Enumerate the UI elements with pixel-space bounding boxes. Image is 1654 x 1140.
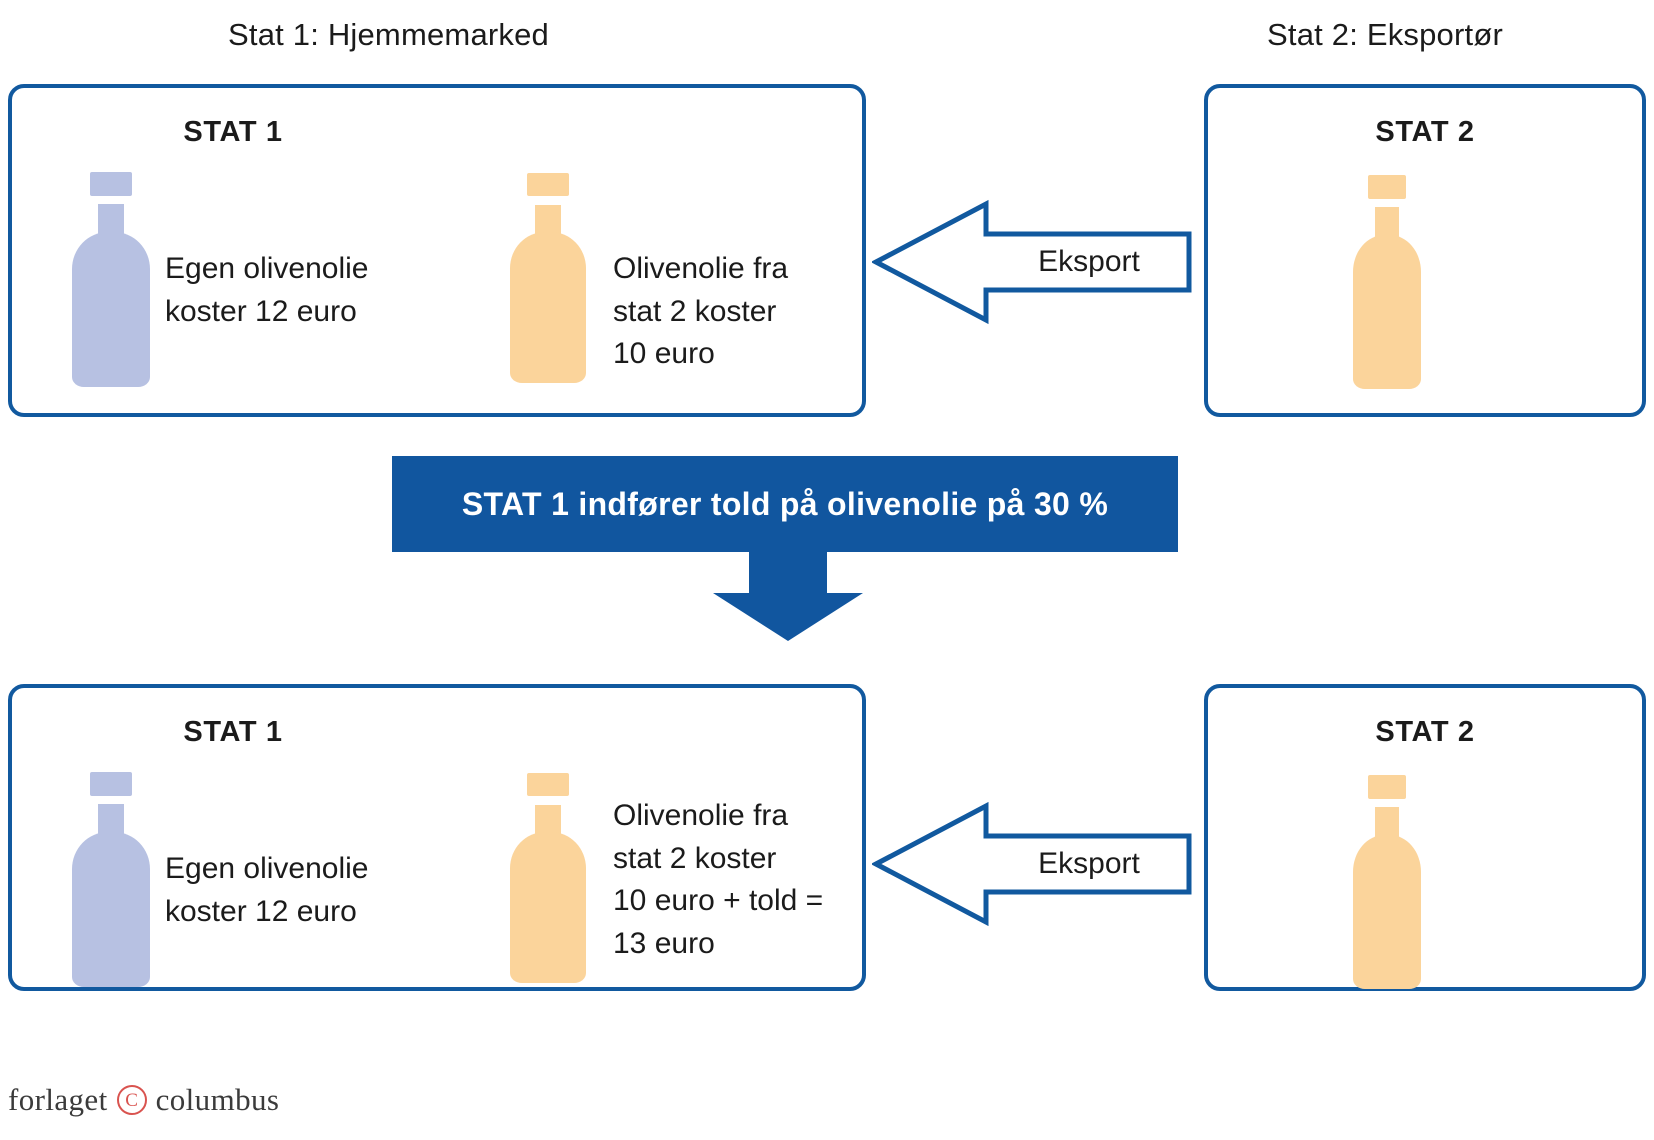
- panel-title-stat2-before: STAT 2: [1375, 116, 1475, 148]
- bottle-cap: [1368, 775, 1406, 799]
- logo-word-columbus: columbus: [155, 1082, 280, 1117]
- down-arrow-icon: [713, 551, 863, 641]
- bottle-icon-domestic-after: [72, 772, 150, 987]
- bottle-cap: [527, 773, 569, 797]
- bottle-body: [510, 831, 586, 983]
- bottle-cap: [90, 172, 132, 196]
- bottle-icon-imported-before: [510, 173, 586, 383]
- bottle-cap: [1368, 175, 1406, 199]
- column-header-stat1: Stat 1: Hjemmemarked: [228, 17, 549, 52]
- bottle-body: [510, 231, 586, 383]
- export-arrow-after: Eksport: [870, 798, 1192, 930]
- bottle-icon-domestic-before: [72, 172, 150, 387]
- bottle-body: [72, 832, 150, 987]
- panel-stat2-before: STAT 2: [1204, 84, 1646, 417]
- bottle-body: [1353, 834, 1421, 989]
- bottle-icon-exporter-after: [1353, 775, 1421, 989]
- bottle-icon-exporter-before: [1353, 175, 1421, 389]
- panel-title-stat2-after: STAT 2: [1375, 716, 1475, 748]
- logo-word-forlaget: forlaget: [8, 1082, 108, 1117]
- caption-domestic-price-before: Egen olivenolie koster 12 euro: [165, 252, 369, 328]
- caption-imported-price-after: Olivenolie fra stat 2 koster 10 euro + t…: [613, 799, 824, 960]
- column-header-stat2: Stat 2: Eksportør: [1267, 17, 1503, 52]
- panel-stat2-after: STAT 2: [1204, 684, 1646, 991]
- caption-domestic-price-after: Egen olivenolie koster 12 euro: [165, 852, 369, 928]
- left-arrow-icon: [870, 801, 1192, 927]
- publisher-logo: forlaget C columbus: [8, 1082, 279, 1118]
- panel-stat1-after: STAT 1: [8, 684, 866, 991]
- panel-title-stat1-before: STAT 1: [183, 116, 283, 148]
- tariff-banner-text: STAT 1 indfører told på olivenolie på 30…: [461, 485, 1109, 522]
- caption-imported-price-before: Olivenolie fra stat 2 koster 10 euro: [613, 252, 789, 371]
- export-arrow-label-after: Eksport: [1038, 847, 1140, 880]
- export-arrow-label-before: Eksport: [1038, 245, 1140, 278]
- panel-title-stat1-after: STAT 1: [183, 716, 283, 748]
- bottle-cap: [90, 772, 132, 796]
- tariff-banner: STAT 1 indfører told på olivenolie på 30…: [392, 456, 1178, 552]
- panel-stat1-before: STAT 1: [8, 84, 866, 417]
- copyright-c-icon: C: [116, 1085, 147, 1115]
- bottle-body: [1353, 234, 1421, 389]
- bottle-icon-imported-after: [510, 773, 586, 983]
- export-arrow-before: Eksport: [870, 196, 1192, 328]
- left-arrow-icon: [870, 199, 1192, 325]
- bottle-cap: [527, 173, 569, 197]
- bottle-body: [72, 232, 150, 387]
